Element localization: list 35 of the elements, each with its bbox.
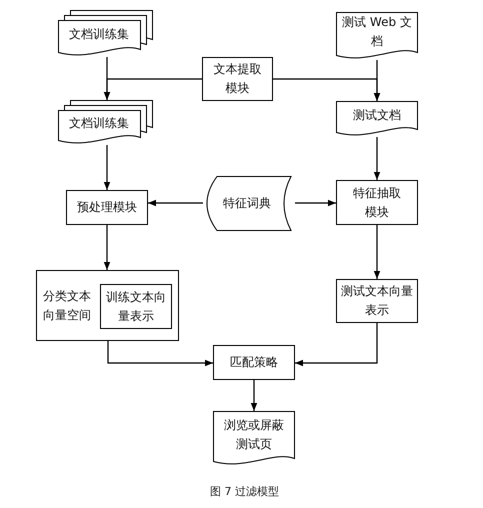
box-label: 文档训练集 <box>69 26 129 43</box>
box-label: 测试 Web 文档 <box>341 14 413 50</box>
arrow <box>374 225 380 279</box>
arrow <box>104 145 110 190</box>
document-shape <box>336 101 418 137</box>
box-label: 特征抽取模块 <box>352 184 402 220</box>
arrow <box>250 380 258 411</box>
box-label: 文档训练集 <box>69 115 129 132</box>
box-label: 测试文档 <box>353 106 401 124</box>
process-box <box>202 57 273 101</box>
document-shape <box>336 12 418 60</box>
arrow <box>295 200 336 206</box>
box-label: 浏览或屏蔽测试页 <box>223 416 285 452</box>
arrow <box>295 323 378 366</box>
document-stack <box>58 10 154 57</box>
document-stack <box>58 100 154 145</box>
box-label: 训练文本向量表示 <box>105 288 167 324</box>
arrow <box>104 78 202 100</box>
arrow <box>148 200 203 206</box>
process-box <box>66 190 148 225</box>
arrow <box>374 137 380 180</box>
box-label: 文本提取模块 <box>212 61 262 97</box>
box-label: 特征词典 <box>223 195 271 212</box>
box-label: 分类文本向量空间 <box>42 288 92 324</box>
arrow <box>104 225 110 270</box>
document-shape <box>213 411 295 466</box>
process-box <box>213 345 295 380</box>
process-box <box>36 270 179 341</box>
box-label: 匹配策略 <box>230 354 278 371</box>
arrow <box>273 78 380 101</box>
process-box <box>336 180 418 225</box>
arrow <box>107 341 213 366</box>
box-label: 测试文本向量表示 <box>340 283 414 319</box>
figure-caption: 图 7 过滤模型 <box>210 484 279 499</box>
box-label: 预处理模块 <box>77 199 137 216</box>
